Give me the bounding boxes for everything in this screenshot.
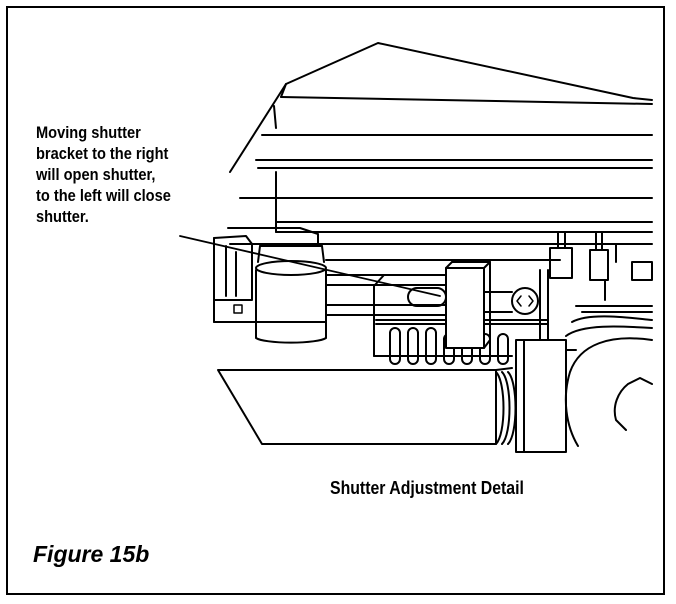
detail-caption: Shutter Adjustment Detail [330, 478, 524, 498]
callout-line: Moving shutter [36, 123, 141, 142]
callout-line: to the left will close [36, 186, 171, 205]
pipe-sleeve [255, 245, 327, 344]
callout-text: Moving shutter bracket to the right will… [36, 122, 171, 227]
figure-frame [6, 6, 665, 595]
hood-cover [229, 42, 653, 233]
vertical-posts [539, 231, 653, 341]
figure-label: Figure 15b [33, 541, 150, 567]
callout-line: bracket to the right [36, 144, 169, 163]
callout-leader-line [179, 235, 441, 297]
burner-tube [217, 367, 517, 445]
right-coupling [515, 315, 653, 453]
shutter-bracket [445, 261, 539, 349]
rails [251, 243, 653, 323]
callout-line: shutter. [36, 207, 89, 226]
callout-line: will open shutter, [36, 165, 156, 184]
